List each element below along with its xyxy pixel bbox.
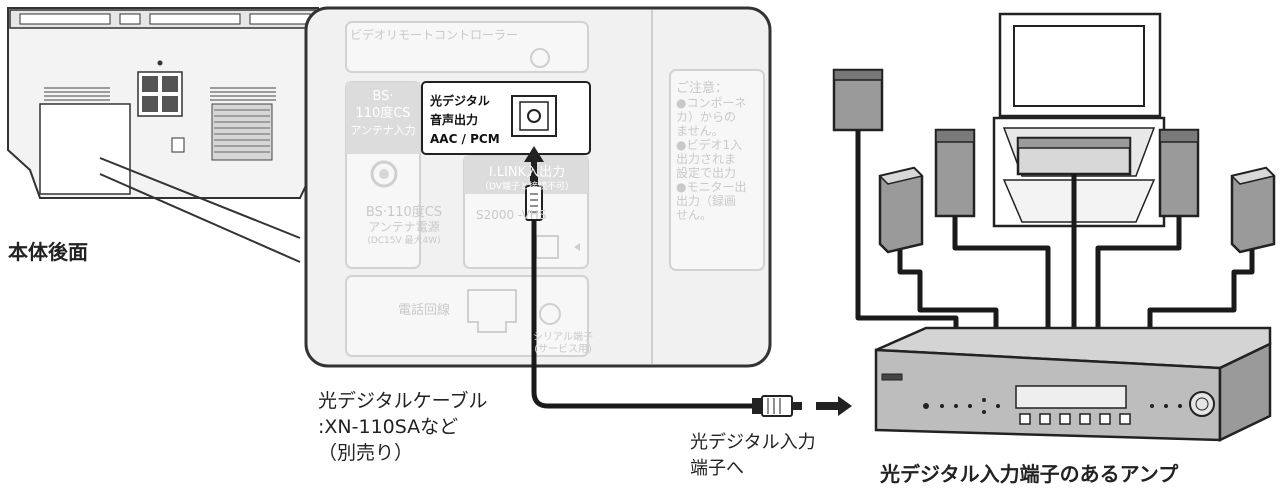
- bs-antenna-label: BS· 110度CS アンテナ入力: [350, 89, 416, 137]
- zoom-panel: [304, 6, 772, 368]
- rear-view-caption: 本体後面: [8, 240, 88, 264]
- amplifier-caption: 光デジタル入力端子のあるアンプ: [880, 462, 1179, 486]
- home-theater-illustration: [832, 12, 1276, 442]
- optical-output-label: 光デジタル 音声出力 AAC / PCM: [430, 94, 500, 146]
- unit-rear-illustration: [7, 7, 319, 263]
- notice-box: ご注意： ●コンポーネ カ）からの ません。 ●ビデオ1入 出力されま 設定で出…: [676, 81, 747, 223]
- s-vhs-label: S2000 -VHS: [476, 208, 547, 222]
- cable-caption: 光デジタルケーブル :XN-110SAなど （別売り）: [318, 390, 488, 464]
- serial-port-label: シリアル端子 (サービス用): [533, 332, 593, 355]
- antenna-power-label: BS·110度CS アンテナ電源 (DC15V 最大4W): [365, 205, 443, 247]
- optical-cable: [524, 146, 852, 417]
- optical-input-caption: 光デジタル入力 端子へ: [690, 432, 816, 479]
- iline-label: I.LINK入出力 （DV端子と接続不可）: [480, 165, 574, 193]
- phone-line-label: 電話回線: [398, 303, 451, 318]
- remote-controller-label: ビデオリモートコントローラー: [350, 28, 519, 42]
